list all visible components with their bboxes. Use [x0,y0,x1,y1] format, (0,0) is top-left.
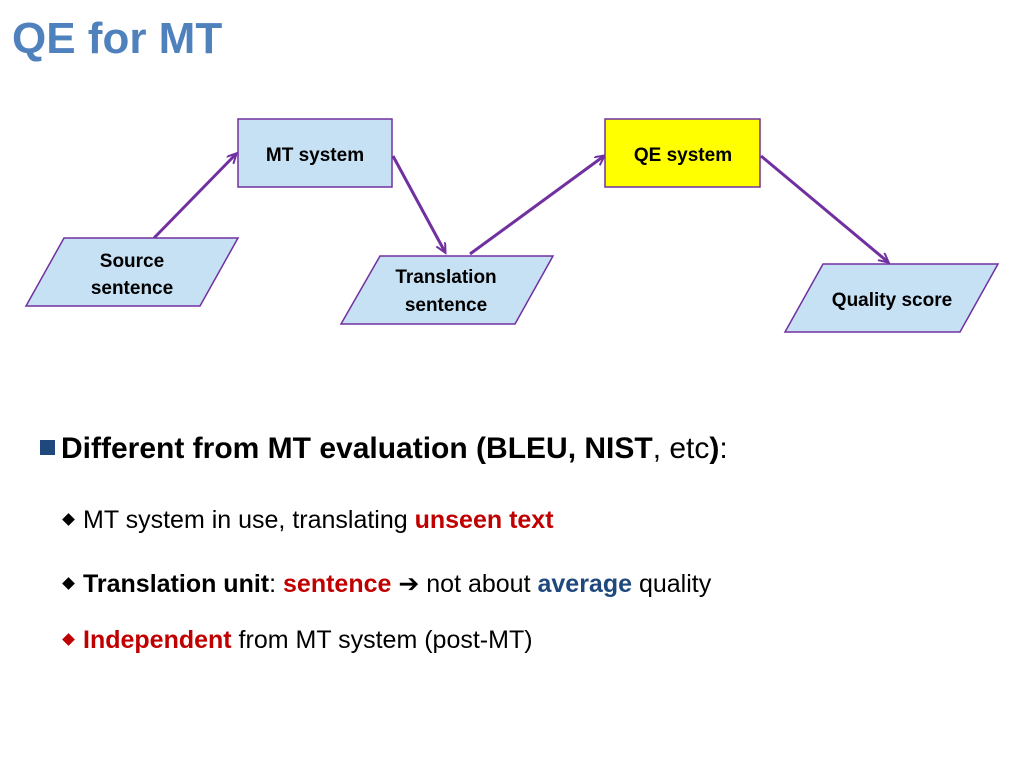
page-title: QE for MT [12,14,223,63]
svg-text:sentence: sentence [405,295,487,316]
diamond-bullet-icon [62,513,75,526]
square-bullet-icon [40,440,55,455]
right-arrow-icon: ➔ [391,570,427,598]
arrow-source-to-mt [152,154,236,240]
node-qe-system: QE system [604,118,761,188]
diamond-bullet-icon [62,577,75,590]
svg-text:Translation: Translation [395,267,496,288]
sub-bullet-unseen-text: MT system in use, translating unseen tex… [62,506,554,535]
svg-text:QE system: QE system [634,145,732,166]
arrow-translation-to-qe [469,156,604,256]
svg-text:Quality score: Quality score [832,290,952,311]
diamond-bullet-icon [62,633,75,646]
svg-text:Source: Source [100,251,164,272]
svg-text:sentence: sentence [91,278,173,299]
sub-bullet-independent: Independent from MT system (post-MT) [62,626,533,655]
arrow-qe-to-quality [760,154,888,262]
node-translation-sentence: Translation sentence [339,255,555,325]
arrow-mt-to-translation [391,155,445,252]
bullet-main: Different from MT evaluation (BLEU, NIST… [40,432,728,466]
svg-text:MT system: MT system [266,145,364,166]
node-mt-system: MT system [237,118,393,188]
node-quality-score: Quality score [783,263,1000,333]
node-source-sentence: Source sentence [24,237,240,307]
sub-bullet-translation-unit: Translation unit: sentence ➔ not about a… [62,569,711,599]
qe-flow-diagram: Source sentence MT system Translation se… [24,118,1000,333]
